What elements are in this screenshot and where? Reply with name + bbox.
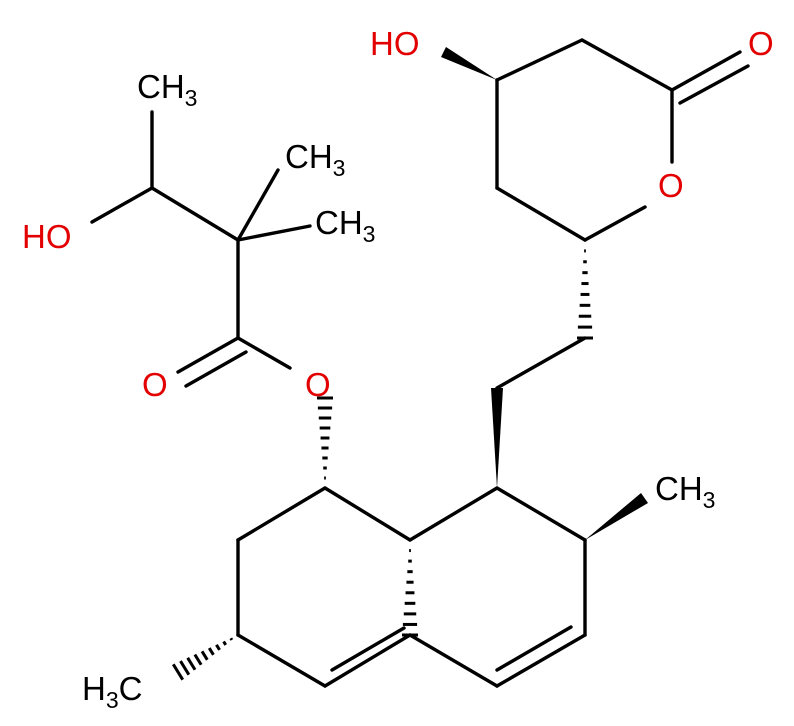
bond: [495, 625, 573, 672]
bond: [184, 350, 248, 388]
ester-oxygen-label: O: [305, 366, 331, 403]
ester-carbonyl-oxygen-label: O: [142, 366, 168, 403]
oh-side-label: HO: [22, 218, 72, 255]
bond: [408, 486, 499, 542]
bond: [236, 633, 327, 688]
wedge-layer: [441, 47, 648, 540]
hash-dash: [207, 647, 215, 656]
ring-oxygen-label: O: [658, 167, 684, 204]
bond: [580, 38, 674, 92]
bond: [495, 186, 587, 242]
hash-dash: [193, 653, 203, 666]
bond: [90, 186, 154, 224]
bond: [670, 50, 742, 92]
bond: [236, 224, 312, 242]
bond: [236, 336, 292, 370]
methyl-ring-label: CH3: [655, 470, 715, 513]
wedge-bond: [491, 388, 503, 488]
bond: [236, 486, 327, 542]
bond: [495, 486, 587, 542]
bond: [495, 633, 587, 688]
wedge-bond: [585, 493, 648, 540]
oh-lactone-label: HO: [370, 25, 420, 62]
methyl-ring-left-label: H3C: [82, 670, 142, 713]
bond: [495, 38, 584, 82]
bond: [176, 336, 240, 374]
bond: [323, 486, 412, 542]
hash-dash: [215, 643, 221, 651]
bond: [323, 633, 412, 688]
bond: [236, 168, 280, 242]
label-layer: HO O O HO O O CH3 CH3 CH3 CH3 H3C: [22, 25, 774, 713]
bond: [330, 626, 406, 672]
wedge-bond: [441, 47, 497, 80]
hash-layer: [171, 249, 593, 681]
bond: [583, 205, 647, 242]
carbonyl-oxygen-label: O: [748, 25, 774, 62]
bond: [678, 64, 750, 105]
methyl-gem1-label: CH3: [285, 138, 345, 181]
hash-dash: [222, 640, 227, 646]
hash-dash: [171, 663, 185, 681]
bond-layer: [90, 38, 750, 688]
methyl-gem2-label: CH3: [315, 204, 375, 247]
hash-dash: [186, 657, 197, 671]
bond: [495, 336, 587, 390]
hash-dash: [179, 660, 191, 676]
methyl-top-label: CH3: [137, 68, 197, 111]
bond: [150, 186, 240, 242]
hash-dash: [229, 637, 234, 641]
bond: [408, 633, 499, 688]
hash-dash: [200, 650, 209, 661]
